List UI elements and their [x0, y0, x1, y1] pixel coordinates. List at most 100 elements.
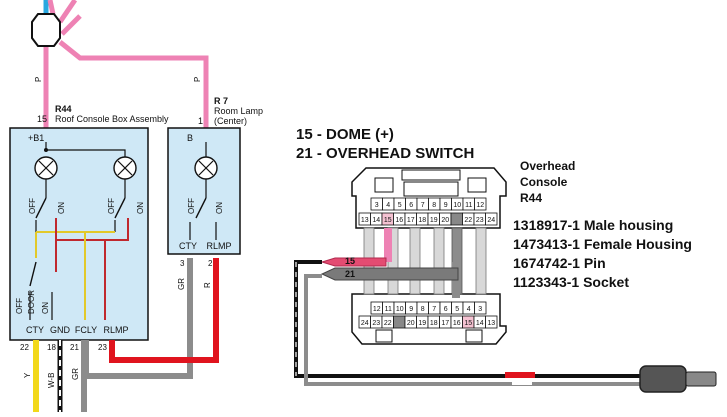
r44-lamp-1	[34, 156, 58, 180]
pin-number: 12	[476, 202, 484, 209]
junction-octagon	[31, 13, 61, 47]
pin-number: 10	[453, 202, 461, 209]
legend-overhead-switch: 21 - OVERHEAD SWITCH	[296, 145, 474, 162]
r7-pin-top: 1	[198, 116, 203, 126]
part-male-housing: 1318917-1 Male housing	[513, 217, 673, 233]
pin-number: 23	[476, 217, 484, 224]
pin-number: 7	[432, 306, 436, 313]
harness-plug	[639, 365, 687, 393]
pin-number: 13	[361, 217, 369, 224]
pin-number: 16	[395, 217, 403, 224]
pin-number: 20	[441, 217, 449, 224]
wire-color-wb: W-B	[47, 373, 56, 388]
pin-number: 6	[409, 202, 413, 209]
r44-terminal-fcly: FCLY	[75, 325, 97, 335]
pin-cell	[393, 315, 406, 329]
pin-cell	[450, 212, 463, 226]
r7-terminal-b: B	[187, 133, 193, 143]
pink-wire-to-r7	[58, 40, 209, 128]
wire-red-loop	[109, 258, 219, 363]
harness-plug-tip	[685, 371, 717, 387]
r7-box	[167, 127, 241, 255]
pink-wire-stub	[47, 0, 56, 15]
r44-label-door: DOOR	[27, 290, 36, 314]
pin-number: 20	[407, 320, 415, 327]
r44-label-off-a: OFF	[28, 198, 37, 214]
r44-pin-21: 21	[70, 343, 79, 352]
pink-wire-branch-a	[57, 0, 78, 24]
connector-wires: 15 21	[320, 227, 487, 298]
part-female-housing: 1473413-1 Female Housing	[513, 236, 692, 252]
wire-color-p-2: P	[193, 77, 202, 82]
pin-number: 8	[421, 306, 425, 313]
r7-switch	[195, 197, 207, 219]
part-pin: 1674742-1 Pin	[513, 255, 606, 271]
pink-wire-branch-b	[60, 14, 82, 36]
r44-terminal-gnd: GND	[50, 325, 71, 335]
pin-number: 18	[418, 217, 426, 224]
wire-21-gray	[320, 267, 459, 281]
r44-label-on-b: ON	[136, 202, 145, 214]
pin-number: 17	[407, 217, 415, 224]
wire-15-pink	[320, 257, 387, 267]
r44-switch-2	[114, 197, 126, 219]
pin-number: 9	[444, 202, 448, 209]
r7-lamp	[194, 156, 218, 180]
r44-terminal-b1: +B1	[28, 133, 44, 143]
r44-name: Roof Console Box Assembly	[55, 114, 169, 124]
r44-door-switch	[29, 261, 37, 287]
r7-terminal-cty: CTY	[179, 241, 197, 251]
r44-pin-top: 15	[37, 114, 47, 124]
pin-number: 16	[453, 320, 461, 327]
harness-to-plug	[294, 260, 717, 393]
pin-number: 9	[409, 306, 413, 313]
r44-terminal-rlmp: RLMP	[103, 325, 128, 335]
pin-number: 15	[384, 217, 392, 224]
pin-number: 24	[487, 217, 495, 224]
wire-label-21: 21	[345, 269, 355, 279]
r7-wire-gr: GR	[177, 278, 186, 290]
pin-number: 17	[441, 320, 449, 327]
r7-assembly: R 7 Room Lamp (Center) 1 B OFF ON CTY RL…	[167, 96, 263, 290]
pin-number: 8	[432, 202, 436, 209]
pin-number: 4	[386, 202, 390, 209]
harness-wires: Y W-B GR	[23, 258, 219, 412]
wire-color-p-1: P	[34, 77, 43, 82]
pin-number: 24	[361, 320, 369, 327]
r44-pin-18: 18	[47, 343, 56, 352]
r44-pin-23: 23	[98, 343, 107, 352]
pin-number: 3	[375, 202, 379, 209]
console-label-2: Console	[520, 175, 568, 189]
r44-code: R44	[55, 104, 72, 114]
wire-gray-loop	[83, 258, 193, 379]
pin-number: 11	[385, 306, 392, 313]
r7-terminal-rlmp: RLMP	[206, 241, 231, 251]
pin-number: 6	[444, 306, 448, 313]
pin-cell	[474, 301, 487, 315]
r7-label-off: OFF	[187, 198, 196, 214]
pin-number: 5	[398, 202, 402, 209]
pin-number: 19	[418, 320, 426, 327]
part-socket: 1123343-1 Socket	[513, 274, 629, 290]
console-label-1: Overhead	[520, 159, 575, 173]
pin-number: 5	[455, 306, 459, 313]
r44-lamp-2	[113, 156, 137, 180]
pin-number: 3	[478, 306, 482, 313]
pin-number: 13	[487, 320, 495, 327]
r7-name: Room Lamp	[214, 106, 263, 116]
r44-label-off-b: OFF	[107, 198, 116, 214]
r44-assembly: R44 15 Roof Console Box Assembly +B1 OFF…	[9, 104, 169, 352]
pin-number: 14	[476, 320, 484, 327]
pin-cell	[485, 212, 498, 226]
wire-color-gr: GR	[71, 368, 80, 380]
r44-pin-22: 22	[20, 343, 29, 352]
pin-cell	[474, 197, 487, 211]
r44-terminal-cty: CTY	[26, 325, 44, 335]
pin-number: 7	[421, 202, 425, 209]
